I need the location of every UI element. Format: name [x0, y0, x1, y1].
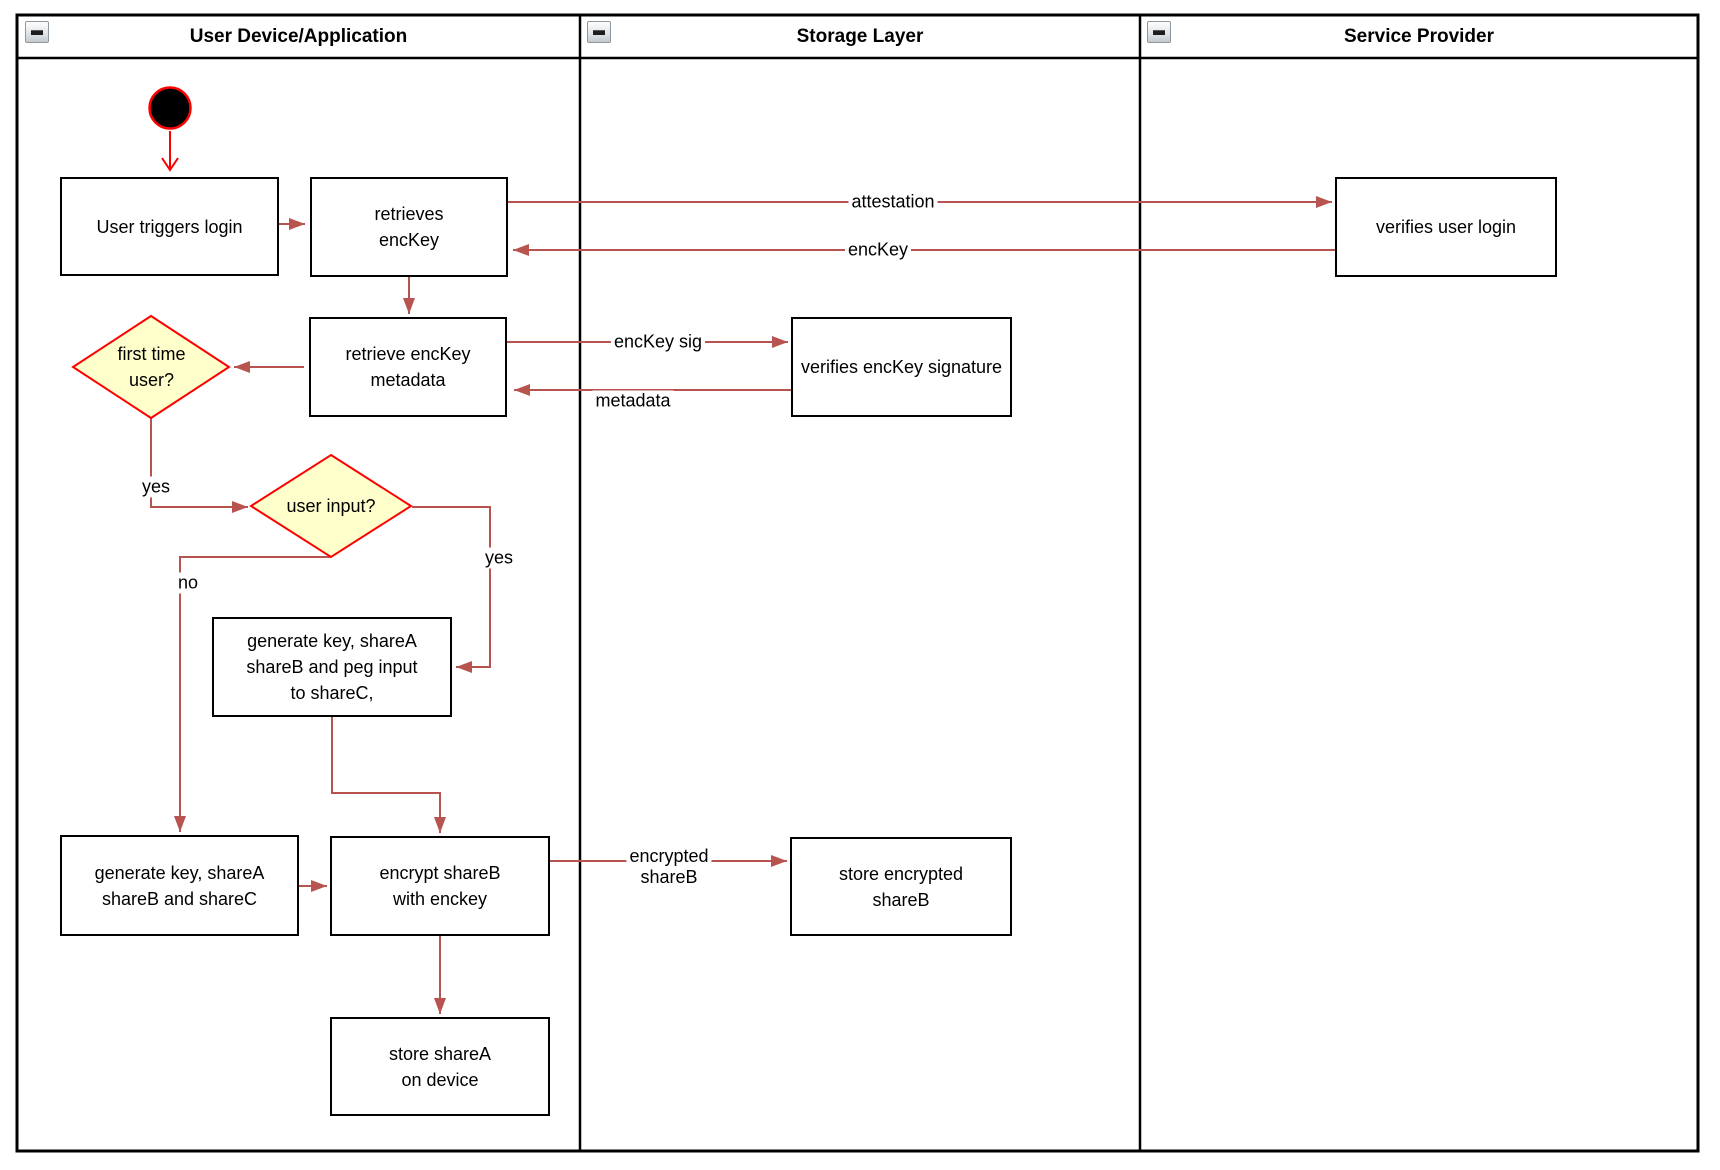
collapse-button[interactable] — [25, 21, 49, 43]
lane-header-user-device[interactable]: User Device/Application — [189, 25, 408, 47]
collapse-button[interactable] — [1147, 21, 1171, 43]
node-generate-key-sharec[interactable]: generate key, shareA shareB and shareC — [60, 835, 299, 936]
node-encrypt-shareb[interactable]: encrypt shareB with enckey — [330, 836, 550, 936]
edge-label-encrypted-shareb: encrypted shareB — [626, 846, 712, 888]
decision-first-time-user-label: first time user? — [117, 344, 186, 390]
edge-label-enckey-sig: encKey sig — [610, 331, 706, 353]
minus-icon — [1153, 29, 1165, 35]
node-store-encrypted-shareb[interactable]: store encrypted shareB — [790, 837, 1012, 936]
node-label: verifies encKey signature — [800, 357, 1003, 377]
edge-peg-to-encrypt — [331, 717, 446, 833]
start-node[interactable] — [148, 86, 192, 130]
lane-header-service-provider[interactable]: Service Provider — [1344, 25, 1494, 47]
swimlane-frame — [15, 13, 1700, 1153]
edge-userinput-yes — [412, 506, 491, 673]
edge-label-metadata: metadata — [592, 390, 674, 412]
node-user-triggers-login[interactable]: User triggers login — [60, 177, 279, 276]
node-store-sharea[interactable]: store shareA on device — [330, 1017, 550, 1116]
edge-label-user-input-no: no — [174, 572, 202, 594]
minus-icon — [593, 29, 605, 35]
collapse-button[interactable] — [587, 21, 611, 43]
edge-label-first-time-yes: yes — [138, 476, 174, 498]
edge-label-enckey: encKey — [844, 239, 912, 261]
node-generate-key-peg-input[interactable]: generate key, shareA shareB and peg inpu… — [212, 617, 452, 717]
node-retrieve-enckey-metadata[interactable]: retrieve encKey metadata — [309, 317, 507, 417]
decision-user-input-label: user input? — [286, 496, 376, 516]
edge-firsttime-yes — [150, 418, 248, 513]
lane-header-storage-layer[interactable]: Storage Layer — [796, 25, 924, 47]
edge-label-attestation: attestation — [848, 191, 938, 213]
node-verifies-user-login[interactable]: verifies user login — [1335, 177, 1557, 277]
edge-label-user-input-yes: yes — [481, 547, 517, 569]
node-verifies-enckey-signature[interactable]: verifies encKey signature — [791, 317, 1012, 417]
edge-userinput-no — [174, 556, 331, 832]
decision-first-time-user[interactable] — [71, 314, 231, 420]
minus-icon — [31, 29, 43, 35]
decision-user-input[interactable] — [249, 453, 413, 559]
node-retrieves-enckey[interactable]: retrieves encKey — [310, 177, 508, 277]
